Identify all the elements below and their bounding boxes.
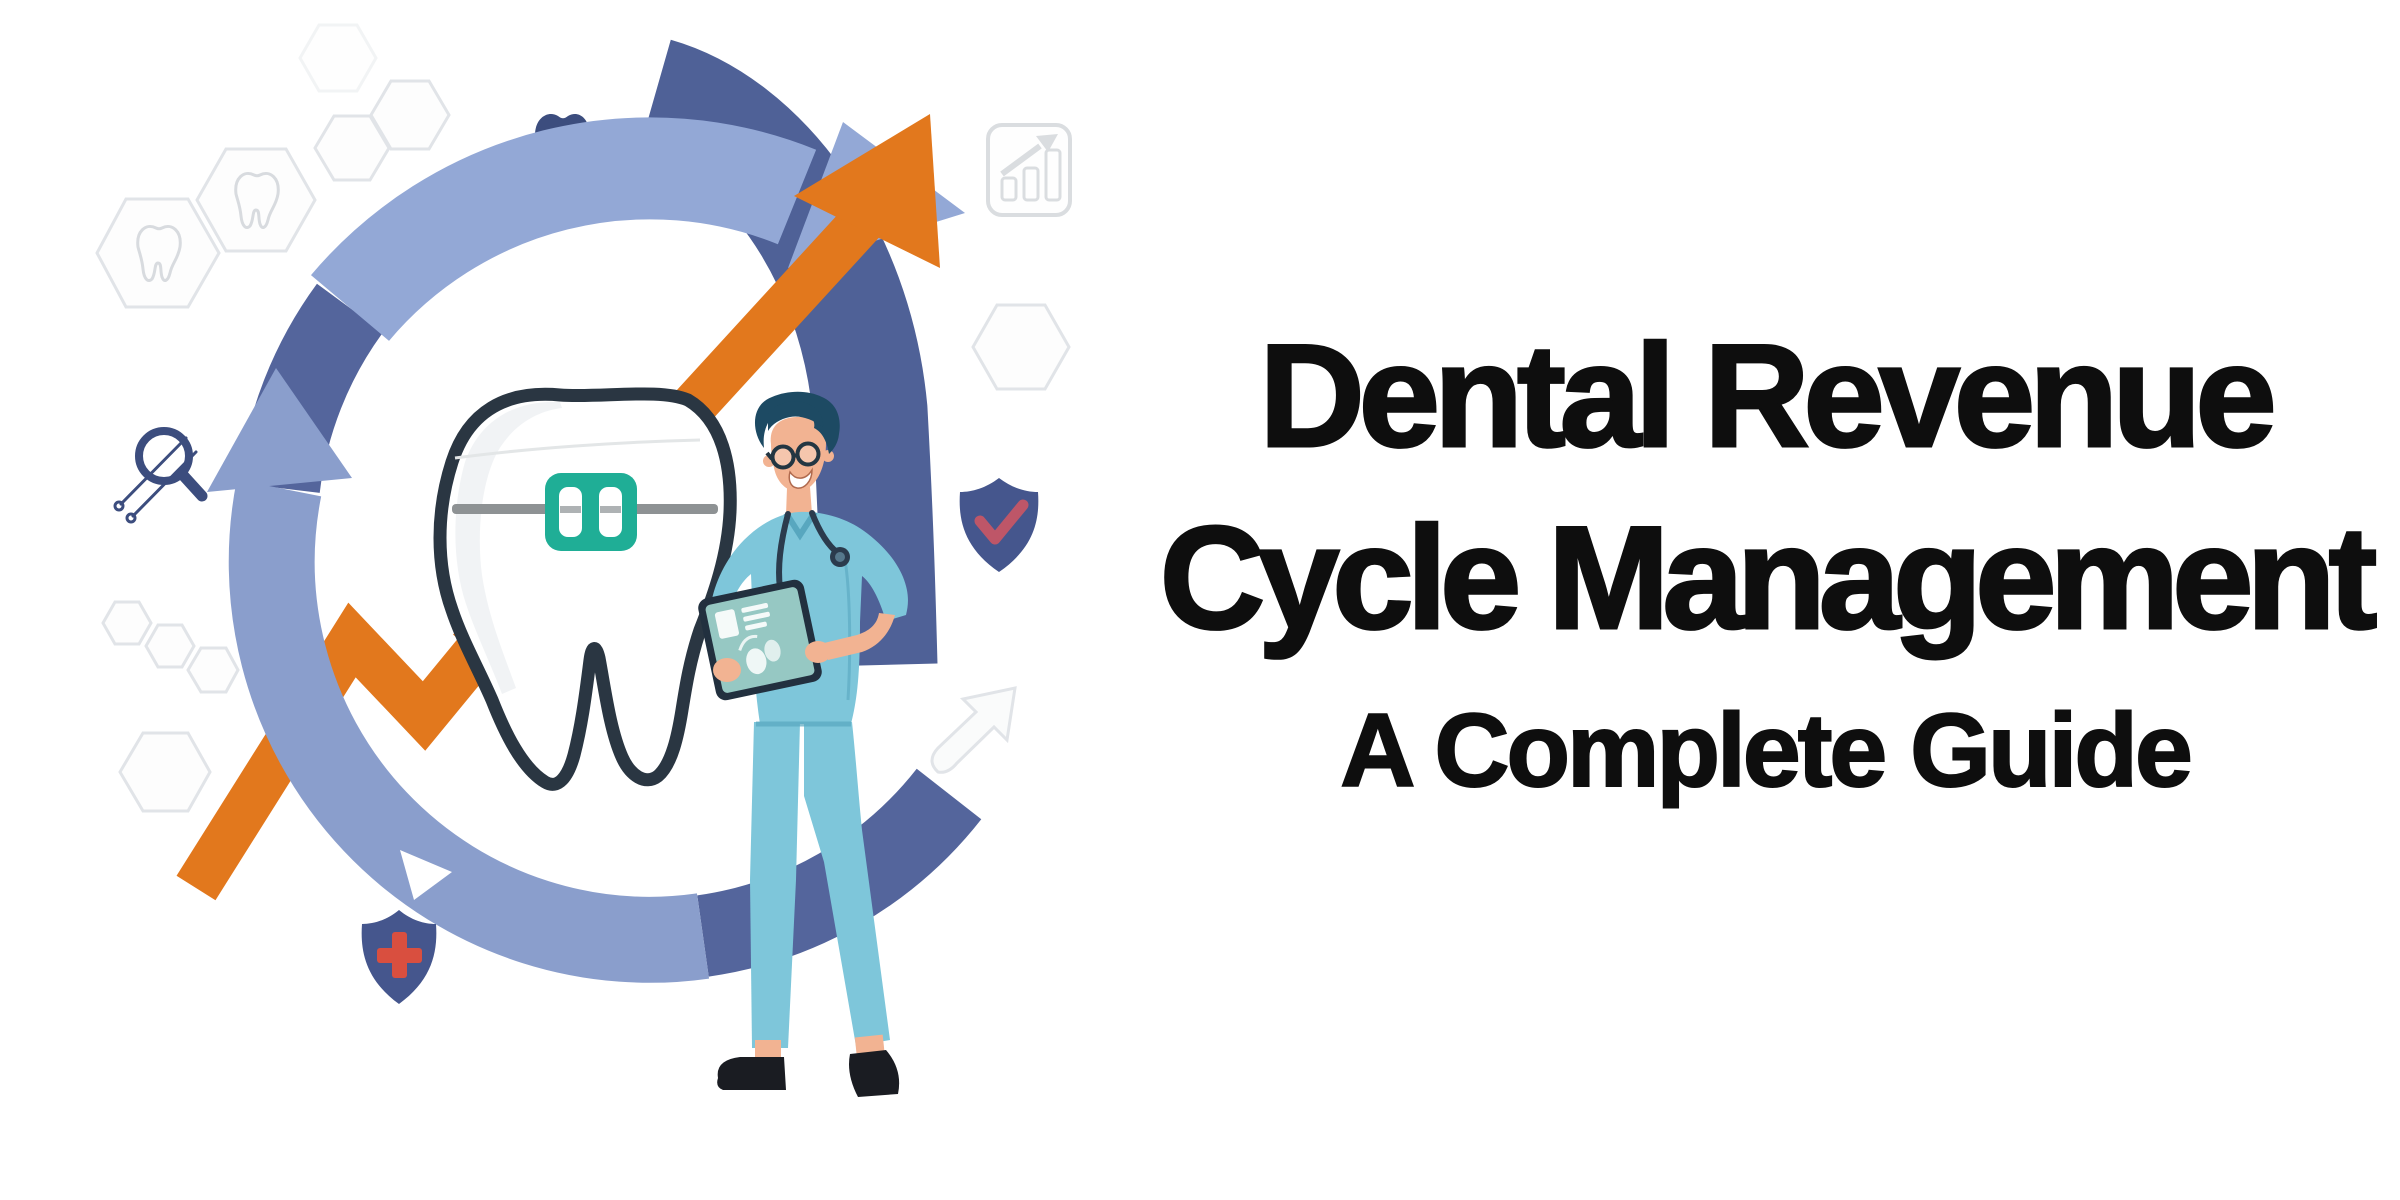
title-block: Dental Revenue Cycle Management A Comple… <box>1130 0 2400 1200</box>
ring-arrow-tail-notch <box>400 850 452 900</box>
pants-leg <box>750 722 800 1048</box>
forearm <box>824 613 895 660</box>
shoe <box>849 1050 900 1097</box>
tooth-braces-illustration <box>433 387 737 791</box>
hand <box>805 641 831 663</box>
tablet-icon <box>698 579 822 701</box>
hexagon <box>186 646 240 694</box>
hexagon <box>971 303 1071 391</box>
neck <box>786 487 812 515</box>
braces-bracket <box>545 473 637 551</box>
hexagon <box>298 23 378 93</box>
hair <box>768 401 824 431</box>
hexagon-decoration <box>95 23 1071 813</box>
arrow-up-right-icon <box>930 686 1017 774</box>
dental-illustration <box>95 23 1072 1097</box>
ring-arrowhead <box>207 368 352 492</box>
braces-wire <box>600 506 621 513</box>
chart-growth-icon <box>986 123 1072 217</box>
shield-cross-icon <box>361 910 437 1004</box>
dentist-character <box>698 391 908 1097</box>
tooth-shading <box>455 401 562 694</box>
subtitle: A Complete Guide <box>1339 692 2194 810</box>
medical-cross-icon <box>377 932 422 978</box>
pants-leg <box>804 722 890 1046</box>
hexagon-tooth-icon <box>136 172 280 282</box>
glasses-icon <box>765 441 821 470</box>
shield-check-icon <box>959 478 1039 572</box>
stethoscope-chestpiece <box>835 552 845 562</box>
hexagon <box>369 79 451 151</box>
hand <box>713 658 741 682</box>
ear <box>822 450 834 462</box>
hexagon <box>144 623 196 669</box>
braces-wire <box>560 506 581 513</box>
ankle <box>755 1040 781 1062</box>
magnifying-glass-icon <box>113 427 208 524</box>
hexagon <box>101 600 153 646</box>
scrub-vneck <box>783 510 818 541</box>
shoe <box>717 1057 786 1090</box>
scrub-fold <box>843 559 852 701</box>
ring-arrow <box>228 479 710 983</box>
title-line-1: Dental Revenue <box>1258 314 2278 478</box>
hexagon <box>118 731 212 813</box>
smile <box>788 467 813 489</box>
ring-arrow <box>310 117 817 342</box>
checkmark-icon <box>974 499 1029 545</box>
tooth-highlight-line <box>454 438 701 460</box>
title-line-2: Cycle Management <box>1158 495 2379 659</box>
